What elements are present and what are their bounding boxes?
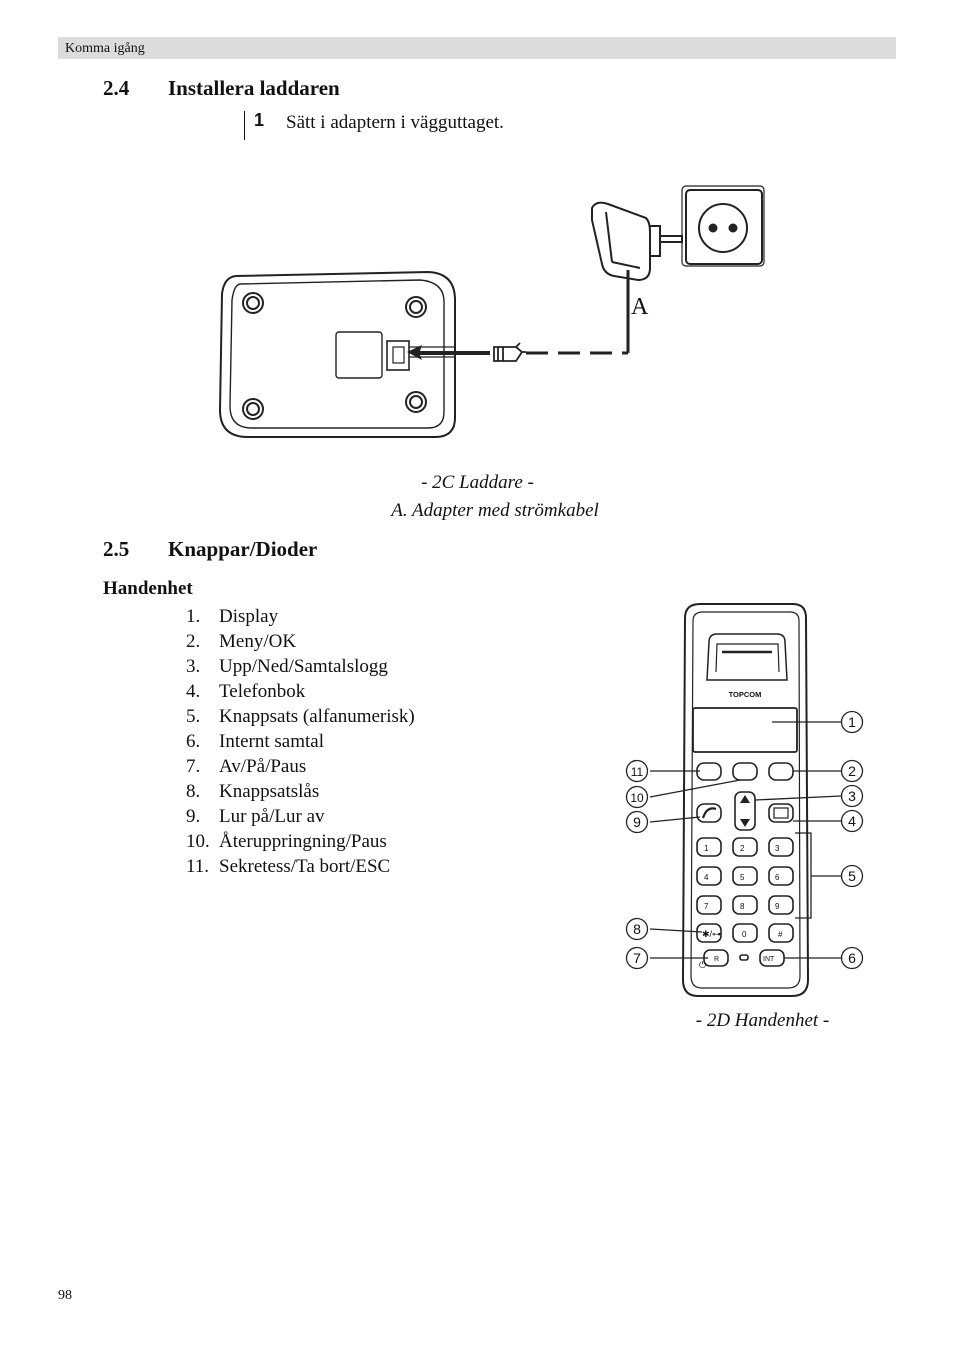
section-title: Installera laddaren — [168, 76, 340, 100]
phonebook-key — [768, 803, 794, 823]
dc-plug — [493, 342, 526, 362]
list-item: 2.Meny/OK — [186, 631, 297, 652]
section-number: 2.5 — [103, 537, 130, 561]
list-item: 7.Av/På/Paus — [186, 756, 307, 777]
key-1: 1 — [704, 844, 709, 853]
callout-4: 4 — [848, 813, 856, 829]
list-item: 4.Telefonbok — [186, 681, 306, 702]
power-icon: ⏻ — [699, 960, 706, 970]
callout-11: 11 — [631, 765, 644, 779]
key-int: INT — [763, 956, 775, 963]
callout-2: 2 — [848, 763, 856, 779]
callout-8: 8 — [633, 921, 641, 937]
power-adapter — [591, 201, 683, 282]
key-0: 0 — [742, 930, 747, 939]
key-r: R — [714, 956, 719, 963]
page-number: 98 — [58, 1288, 72, 1303]
handset-body — [681, 603, 810, 997]
step-number: 1 — [254, 110, 265, 130]
section-title: Knappar/Dioder — [168, 537, 318, 561]
charger-base — [218, 270, 456, 438]
wall-socket — [681, 185, 765, 267]
list-item: 9.Lur på/Lur av — [186, 806, 325, 827]
list-item: 1.Display — [186, 606, 279, 627]
callout-7: 7 — [633, 950, 641, 966]
handset-key-list: 1.Display 2.Meny/OK 3.Upp/Ned/Samtalslog… — [186, 604, 415, 879]
handset-subtitle: Handenhet — [103, 578, 193, 599]
callout-lines — [649, 721, 842, 959]
list-item: 3.Upp/Ned/Samtalslogg — [186, 656, 388, 677]
handset-display — [692, 707, 798, 753]
callout-9: 9 — [633, 814, 641, 830]
key-4: 4 — [704, 873, 709, 882]
key-5: 5 — [740, 873, 745, 882]
list-item: 6.Internt samtal — [186, 731, 324, 752]
list-item: 5.Knappsats (alfanumerisk) — [186, 706, 415, 727]
handset-illustration: TOPCOM 1 2 3 4 5 6 7 8 9 0 # R INT ✱ — [625, 603, 864, 997]
key-9: 9 — [775, 902, 780, 911]
star-lock-icon: ✱/⊶ — [702, 929, 721, 939]
key-3: 3 — [775, 844, 780, 853]
key-6: 6 — [775, 873, 780, 882]
running-header: Komma igång — [65, 41, 145, 56]
figure-2d-caption: - 2D Handenhet - — [695, 1010, 830, 1031]
step-text: Sätt i adaptern i vägguttaget. — [286, 112, 504, 133]
callout-5: 5 — [848, 868, 856, 884]
key-hash: # — [778, 930, 783, 939]
list-item: 8.Knappsatslås — [186, 781, 320, 802]
callout-10: 10 — [630, 791, 644, 805]
charger-illustration: A — [218, 185, 765, 438]
key-2: 2 — [740, 844, 745, 853]
header-bar — [58, 37, 896, 59]
section-number: 2.4 — [103, 76, 130, 100]
figure-2c-caption: - 2C Laddare - — [421, 472, 534, 493]
adapter-label-a: A — [631, 294, 649, 320]
callout-3: 3 — [848, 788, 856, 804]
key-7: 7 — [704, 902, 709, 911]
list-item: 11.Sekretess/Ta bort/ESC — [186, 856, 391, 877]
key-8: 8 — [740, 902, 745, 911]
section-2-4-heading: 2.4 Installera laddaren — [103, 76, 503, 102]
figure-2c-legend: A. Adapter med strömkabel — [391, 500, 599, 521]
list-item: 10.Återuppringning/Paus — [186, 831, 387, 852]
step-marker-bar — [244, 111, 245, 140]
section-2-5-heading: 2.5 Knappar/Dioder — [103, 537, 503, 563]
callout-6: 6 — [848, 950, 856, 966]
callout-1: 1 — [848, 714, 856, 730]
brand-logo: TOPCOM — [729, 690, 762, 699]
nav-key — [734, 791, 756, 831]
call-key — [696, 803, 722, 823]
